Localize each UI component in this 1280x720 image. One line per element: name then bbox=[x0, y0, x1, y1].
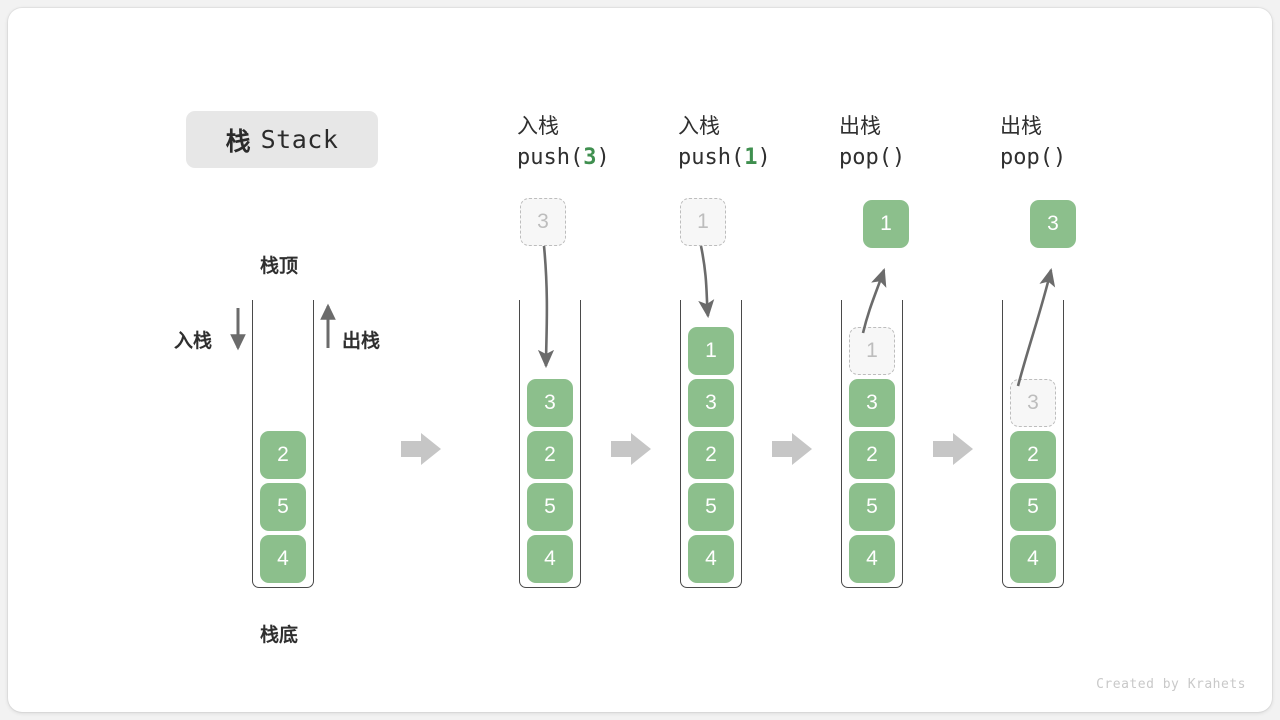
title-cn: 栈 bbox=[225, 127, 252, 156]
operation-code: push(1) bbox=[678, 142, 828, 173]
push-3-motion-arrow bbox=[537, 245, 555, 369]
stack-cell: 5 bbox=[260, 483, 306, 531]
credit-text: Created by Krahets bbox=[1096, 677, 1246, 692]
column-header-pop-1: 出栈 pop() bbox=[839, 112, 989, 173]
stack-top-label: 栈顶 bbox=[260, 256, 299, 277]
stack-cell: 2 bbox=[527, 431, 573, 479]
pop-direction-label: 出栈 bbox=[342, 331, 381, 352]
code-prefix: pop( bbox=[839, 144, 892, 170]
stack-cell: 1 bbox=[688, 327, 734, 375]
stack-cell: 2 bbox=[260, 431, 306, 479]
operation-label: 入栈 bbox=[517, 115, 559, 138]
stack-cell: 2 bbox=[688, 431, 734, 479]
push-1-motion-arrow bbox=[698, 245, 715, 319]
stack-cell: 4 bbox=[849, 535, 895, 583]
code-prefix: push( bbox=[678, 144, 745, 170]
code-suffix: ) bbox=[1052, 144, 1067, 170]
arrow-overlay bbox=[230, 245, 1056, 465]
column-header-push-3: 入栈 push(3) bbox=[517, 112, 667, 173]
operation-label: 出栈 bbox=[1000, 115, 1042, 138]
stack-cell: 5 bbox=[527, 483, 573, 531]
operation-code: pop() bbox=[1000, 142, 1150, 173]
operation-code: pop() bbox=[839, 142, 989, 173]
code-suffix: ) bbox=[891, 144, 906, 170]
push-direction-label: 入栈 bbox=[174, 331, 213, 352]
stack-cell: 3 bbox=[1010, 379, 1056, 427]
operation-code: push(3) bbox=[517, 142, 667, 173]
stack-cell: 3 bbox=[527, 379, 573, 427]
stack-cell: 3 bbox=[849, 379, 895, 427]
stack-cell: 4 bbox=[688, 535, 734, 583]
code-suffix: ) bbox=[757, 144, 771, 170]
operation-label: 入栈 bbox=[678, 115, 720, 138]
stack-cell: 1 bbox=[849, 327, 895, 375]
stack-cell: 5 bbox=[1010, 483, 1056, 531]
code-prefix: pop( bbox=[1000, 144, 1053, 170]
code-argument: 3 bbox=[583, 144, 597, 170]
column-header-push-1: 入栈 push(1) bbox=[678, 112, 828, 173]
stack-cell: 5 bbox=[849, 483, 895, 531]
code-suffix: ) bbox=[596, 144, 610, 170]
step-arrow-icon bbox=[401, 433, 973, 465]
column-header-pop-3: 出栈 pop() bbox=[1000, 112, 1150, 173]
pop-1-motion-arrow bbox=[861, 268, 887, 334]
stack-cell: 4 bbox=[1010, 535, 1056, 583]
stack-cell: 4 bbox=[260, 535, 306, 583]
operation-label: 出栈 bbox=[839, 115, 881, 138]
stack-cell: 2 bbox=[1010, 431, 1056, 479]
stack-cell: 2 bbox=[849, 431, 895, 479]
stack-cell: 3 bbox=[688, 379, 734, 427]
stack-cell: 5 bbox=[688, 483, 734, 531]
floating-element-push-1: 1 bbox=[680, 198, 726, 246]
code-argument: 1 bbox=[744, 144, 758, 170]
title-badge: 栈 Stack bbox=[186, 111, 378, 168]
stack-cell: 4 bbox=[527, 535, 573, 583]
stack-bottom-label: 栈底 bbox=[260, 625, 299, 646]
floating-element-pop-3: 3 bbox=[1030, 200, 1076, 248]
pop-3-motion-arrow bbox=[1016, 267, 1056, 387]
floating-element-push-3: 3 bbox=[520, 198, 566, 246]
title-en: Stack bbox=[260, 125, 339, 154]
floating-element-pop-1: 1 bbox=[863, 200, 909, 248]
code-prefix: push( bbox=[517, 144, 584, 170]
